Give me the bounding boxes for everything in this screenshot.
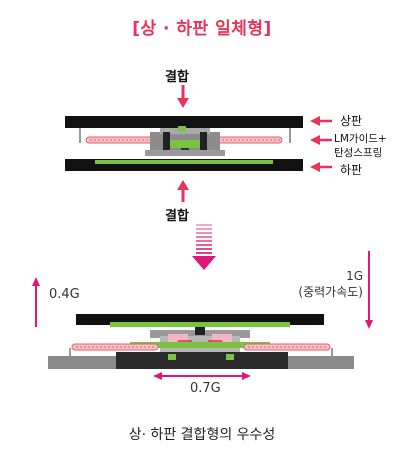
guide-pointer: [310, 135, 332, 145]
gravity-arrow: [365, 251, 373, 329]
guide-spring-label: LM가이드+ 탄성스프링: [334, 132, 387, 160]
guide-spring-assembly-top: [79, 126, 291, 156]
upper-plate: [65, 116, 303, 128]
guide-label-line2: 탄성스프링: [334, 147, 383, 159]
upward-acceleration-label: 0.4G: [49, 287, 80, 302]
gravity-label-line2: (중력가속도): [298, 285, 363, 299]
combine-arrow-up: [177, 180, 189, 202]
diagram-title: [상 · 하판 일체형]: [132, 19, 272, 39]
lateral-acceleration-label: 0.7G: [190, 381, 221, 396]
upper-plate-combined: [76, 314, 324, 327]
upper-plate-label: 상판: [340, 114, 363, 128]
upper-plate-pointer: [310, 116, 332, 126]
guide-label-line1: LM가이드+: [334, 133, 387, 145]
caption: 상· 하판 결합형의 우수성: [128, 427, 276, 443]
gravity-label: 1G (중력가속도): [285, 268, 363, 300]
lower-plate-label: 하판: [340, 163, 363, 177]
lower-plate-combined: [48, 352, 354, 369]
combine-label-top: 결합: [165, 70, 189, 85]
transition-arrow: [192, 224, 216, 270]
lower-plate-pointer: [310, 162, 332, 172]
lateral-acceleration-arrow: [153, 372, 251, 380]
combine-arrow-down: [177, 85, 189, 108]
lower-plate: [65, 159, 303, 171]
gravity-label-line1: 1G: [346, 269, 363, 283]
combine-label-bottom: 결합: [165, 209, 189, 224]
guide-spring-assembly-combined: [69, 327, 333, 358]
upward-acceleration-arrow: [32, 277, 40, 327]
